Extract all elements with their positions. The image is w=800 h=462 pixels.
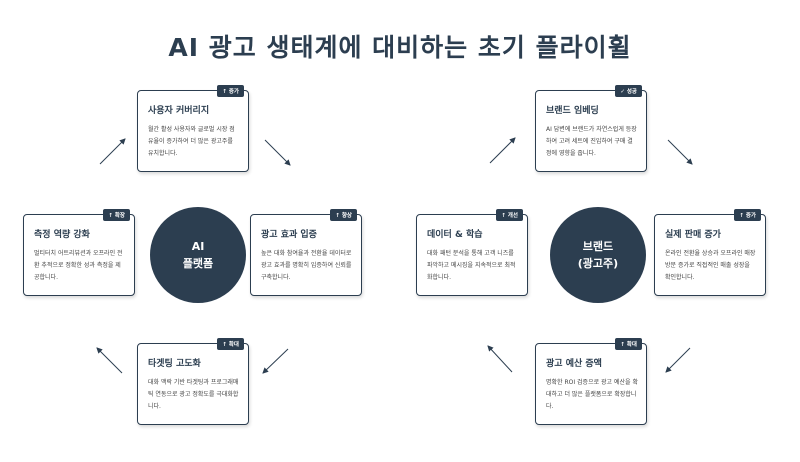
card-ad-effect: ↑ 향상 광고 효과 입증 높은 대화 참여율과 전환율 데이터로 광고 효과를… (250, 209, 362, 296)
arrow-icon (262, 348, 289, 374)
card-text: 월간 활성 사용자와 글로벌 시장 점유율이 증가하여 더 많은 광고주를 유치… (148, 126, 235, 157)
card-title: 데이터 & 학습 (427, 230, 483, 240)
card-measurement: ↑ 확장 측정 역량 강화 멀티터치 어트리뷰션과 오프라인 전환 추적으로 정… (23, 209, 135, 296)
arrow-icon (665, 347, 691, 373)
center-node-ai-platform: AI 플랫폼 (150, 207, 246, 303)
arrow-icon (99, 138, 126, 165)
card-title: 실제 판매 증가 (665, 230, 721, 240)
card-brand-embedding: ✓ 성공 브랜드 임베딩 AI 답변에 브랜드가 자연스럽게 등장하여 고려 세… (535, 85, 647, 172)
status-badge: ↑ 증가 (217, 85, 244, 97)
card-targeting: ↑ 확대 타겟팅 고도화 대화 맥락 기반 타겟팅과 프로그래매틱 연동으로 광… (137, 338, 249, 425)
card-text: 명확한 ROI 검증으로 광고 예산을 확대하고 더 많은 플랫폼으로 확장합니… (546, 379, 638, 410)
card-budget-increase: ↑ 확대 광고 예산 증액 명확한 ROI 검증으로 광고 예산을 확대하고 더… (535, 338, 647, 425)
card-title: 광고 효과 입증 (261, 230, 317, 240)
card-title: 타겟팅 고도화 (148, 359, 201, 369)
card-sales-increase: ↑ 증가 실제 판매 증가 온라인 전환율 상승과 오프라인 매장 방문 증가로… (654, 209, 766, 296)
card-text: 멀티터치 어트리뷰션과 오프라인 전환 추적으로 정확한 성과 측정을 제공합니… (34, 250, 123, 281)
card-text: 높은 대화 참여율과 전환율 데이터로 광고 효과를 명확히 입증하여 신뢰를 … (261, 250, 352, 281)
arrow-icon (96, 347, 123, 374)
card-title: 브랜드 임베딩 (546, 106, 599, 116)
card-data-learning: ↑ 개선 데이터 & 학습 대화 패턴 분석을 통해 고객 니즈를 파악하고 메… (416, 209, 528, 296)
arrow-icon (489, 137, 516, 164)
status-badge: ↑ 확장 (103, 209, 130, 221)
arrow-icon (487, 345, 513, 373)
card-title: 사용자 커버리지 (148, 106, 210, 116)
page-title: AI 광고 생태계에 대비하는 초기 플라이휠 (168, 33, 632, 62)
status-badge: ✓ 성공 (615, 85, 642, 97)
status-badge: ↑ 개선 (496, 209, 523, 221)
status-badge: ↑ 증가 (734, 209, 761, 221)
status-badge: ↑ 향상 (330, 209, 357, 221)
card-title: 측정 역량 강화 (34, 230, 90, 240)
card-text: 온라인 전환율 상승과 오프라인 매장 방문 증가로 직접적인 매출 성장을 확… (665, 250, 756, 281)
card-user-coverage: ↑ 증가 사용자 커버리지 월간 활성 사용자와 글로벌 시장 점유율이 증가하… (137, 85, 249, 172)
arrow-icon (264, 139, 291, 166)
card-text: 대화 맥락 기반 타겟팅과 프로그래매틱 연동으로 광고 정확도를 극대화합니다… (148, 379, 239, 410)
status-badge: ↑ 확대 (217, 338, 244, 350)
card-text: 대화 패턴 분석을 통해 고객 니즈를 파악하고 메시징을 지속적으로 최적화합… (427, 250, 516, 281)
center-node-brand: 브랜드 (광고주) (550, 207, 646, 303)
card-text: AI 답변에 브랜드가 자연스럽게 등장하여 고려 세트에 진입하여 구매 결정… (546, 126, 637, 157)
card-title: 광고 예산 증액 (546, 359, 602, 369)
arrow-icon (667, 139, 693, 165)
status-badge: ↑ 확대 (615, 338, 642, 350)
